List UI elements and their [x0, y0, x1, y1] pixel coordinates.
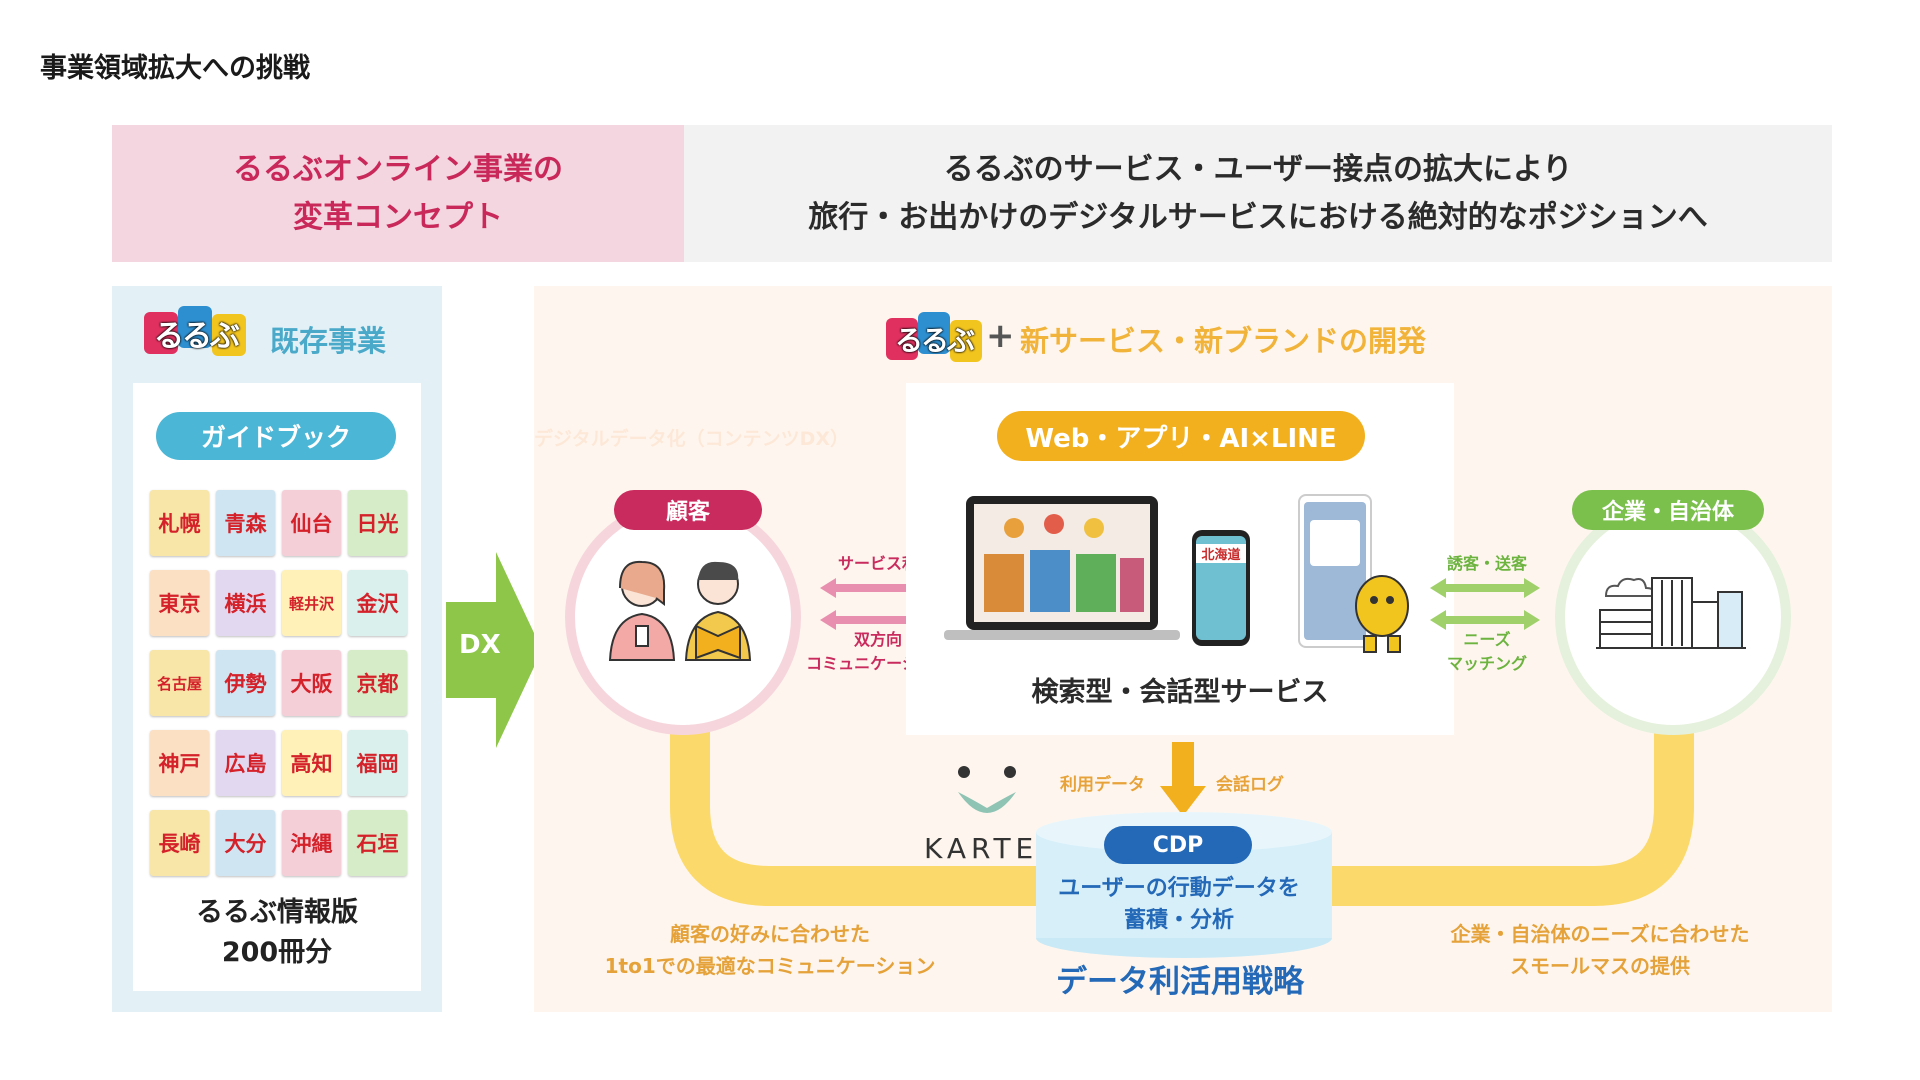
concept-label-box: るるぶオンライン事業の 変革コンセプト: [112, 125, 684, 262]
data-strategy-title: データ利活用戦略: [1056, 964, 1304, 1000]
usage-data-label: 利用データ: [1060, 775, 1145, 795]
guidebook-cover: 仙台: [282, 490, 341, 556]
karte-label: KARTE: [924, 832, 1039, 865]
guidebook-cover: 札幌: [150, 490, 209, 556]
karte-logo-icon: [958, 766, 1016, 813]
guidebook-cover: 広島: [216, 730, 275, 796]
concept-label-line2: 変革コンセプト: [293, 199, 503, 235]
chat-log-label: 会話ログ: [1216, 775, 1284, 795]
books-caption-line1: るるぶ情報版: [196, 897, 358, 928]
new-business-heading: 新サービス・新ブランドの開発: [1020, 324, 1427, 358]
customer-benefit-line2: 1to1での最適なコミュニケーション: [604, 954, 936, 978]
guidebook-cover: 伊勢: [216, 650, 275, 716]
logo-block-1: [144, 312, 178, 354]
logo-block-2: [178, 306, 212, 348]
cdp-line2: 蓄積・分析: [1123, 908, 1234, 933]
guidebook-cover: 大阪: [282, 650, 341, 716]
book-grid: 札幌青森仙台日光東京横浜軽井沢金沢名古屋伊勢大阪京都神戸広島高知福岡長崎大分沖縄…: [150, 490, 408, 878]
guidebook-cover: 長崎: [150, 810, 209, 876]
two-way-line1: 双方向: [853, 630, 902, 649]
guidebook-cover: 福岡: [348, 730, 407, 796]
existing-business-heading: 既存事業: [270, 324, 387, 358]
guidebook-cover: 青森: [216, 490, 275, 556]
cdp-line1: ユーザーの行動データを: [1058, 876, 1300, 901]
rurubu-logo-text: るるぶ: [154, 319, 240, 354]
attract-customers-label: 誘客・送客: [1446, 554, 1527, 573]
company-benefit-caption: 企業・自治体のニーズに合わせた スモールマスの提供: [1390, 918, 1810, 982]
concept-statement-box: るるぶのサービス・ユーザー接点の拡大により 旅行・お出かけのデジタルサービスにお…: [684, 125, 1832, 262]
rurubu-plus-logo: るるぶ +: [886, 312, 1016, 366]
service-caption: 検索型・会話型サービス: [1031, 677, 1329, 708]
line-chat-icon: [1298, 494, 1372, 648]
plus-logo-block-3: [950, 320, 982, 362]
plus-icon: +: [986, 316, 1015, 356]
needs-matching-line1: ニーズ: [1463, 630, 1511, 649]
logo-block-3: [212, 314, 246, 356]
customer-benefit-caption: 顧客の好みに合わせた 1to1での最適なコミュニケーション: [560, 918, 980, 982]
guidebook-pill: ガイドブック: [156, 412, 396, 460]
data-down-arrow-icon: [1160, 742, 1206, 816]
plus-logo-block-2: [918, 312, 950, 354]
guidebook-cover: 横浜: [216, 570, 275, 636]
guidebook-cover: 軽井沢: [282, 570, 341, 636]
smartphone-icon: 北海道: [1192, 530, 1250, 646]
guidebook-cover: 石垣: [348, 810, 407, 876]
customer-tag: 顧客: [614, 490, 762, 530]
concept-statement-line1: るるぶのサービス・ユーザー接点の拡大により: [943, 151, 1573, 187]
content-dx-ghost-text: デジタルデータ化（コンテンツDX）: [534, 428, 850, 450]
concept-label-line1: るるぶオンライン事業の: [233, 151, 563, 187]
guidebook-cover: 京都: [348, 650, 407, 716]
smartphone-screen-text: 北海道: [1196, 544, 1246, 563]
needs-matching-label: ニーズ マッチング: [1432, 628, 1542, 676]
concept-statement-line2: 旅行・お出かけのデジタルサービスにおける絶対的なポジションへ: [808, 199, 1708, 235]
guidebook-cover: 日光: [348, 490, 407, 556]
dx-arrow-icon: [446, 552, 542, 748]
customer-benefit-line1: 顧客の好みに合わせた: [670, 922, 870, 946]
guidebook-cover: 金沢: [348, 570, 407, 636]
plus-logo-block-1: [886, 318, 918, 360]
company-arrows-icon: [1430, 578, 1540, 630]
page-title: 事業領域拡大への挑戦: [40, 53, 310, 84]
buildings-icon: [1596, 577, 1746, 649]
customers-icon: [608, 560, 752, 661]
guidebook-cover: 沖縄: [282, 810, 341, 876]
guidebook-cover: 大分: [216, 810, 275, 876]
guidebook-cover: 高知: [282, 730, 341, 796]
guidebook-cover: 神戸: [150, 730, 209, 796]
guidebook-cover: 東京: [150, 570, 209, 636]
needs-matching-line2: マッチング: [1446, 654, 1527, 673]
guidebook-cover: 名古屋: [150, 650, 209, 716]
line-chat-bubble: [1310, 520, 1360, 566]
rurubu-plus-logo-text: るるぶ: [894, 324, 975, 357]
rurubu-logo: るるぶ: [144, 306, 248, 360]
books-caption-line2: 200冊分: [221, 937, 333, 968]
mascot-icon: [1355, 575, 1409, 653]
cdp-pill: CDP: [1104, 826, 1252, 864]
service-channels-pill: Web・アプリ・AI×LINE: [997, 411, 1365, 461]
books-caption: るるぶ情報版 200冊分: [133, 893, 421, 973]
laptop-icon: [944, 496, 1180, 640]
dx-label: DX: [459, 630, 501, 660]
company-tag: 企業・自治体: [1572, 490, 1764, 530]
cdp-description: ユーザーの行動データを 蓄積・分析: [1034, 873, 1324, 937]
company-benefit-line1: 企業・自治体のニーズに合わせた: [1450, 922, 1750, 946]
company-benefit-line2: スモールマスの提供: [1510, 954, 1690, 978]
